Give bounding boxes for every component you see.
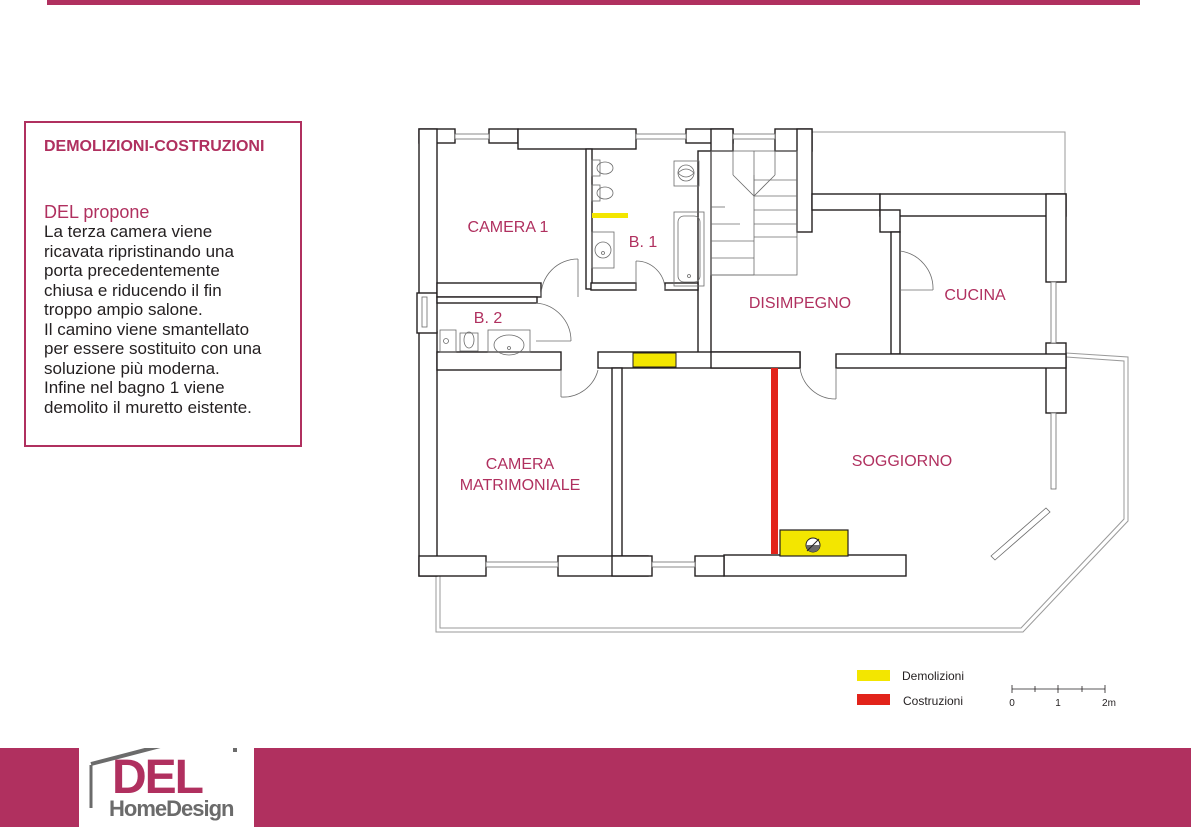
info-line: La terza camera viene: [44, 222, 213, 241]
room-label-disimpegno: DISIMPEGNO: [749, 295, 851, 312]
logo-name: DEL: [112, 751, 204, 804]
room-label-camera1: CAMERA 1: [468, 219, 549, 236]
terrace-outline: [435, 131, 1129, 633]
logo-tagline: HomeDesign: [109, 796, 234, 821]
info-line: Il camino viene smantellato: [44, 319, 250, 339]
info-line: ricavata ripristinando una: [44, 241, 234, 261]
logo: DEL HomeDesign: [79, 748, 254, 827]
info-line: per essere sostituito con una: [44, 339, 262, 358]
windows: [421, 133, 1057, 568]
info-line: soluzione più moderna.: [44, 358, 220, 378]
legend-swatch-costruzioni: [857, 694, 890, 705]
room-label-cucina: CUCINA: [944, 287, 1006, 304]
demolition-door-opening: [632, 352, 677, 368]
scale-bar: [1011, 685, 1106, 693]
room-label-matrimoniale-line2: MATRIMONIALE: [460, 477, 581, 494]
construction-new-wall: [771, 368, 778, 554]
house-roof-icon: [89, 748, 237, 808]
top-rule: [47, 0, 1140, 5]
legend-label-costruzioni: Costruzioni: [903, 694, 963, 708]
info-line: Infine nel bagno 1 viene: [44, 378, 225, 397]
legend-label-demolizioni: Demolizioni: [902, 669, 964, 683]
scale-tick-1: 1: [1055, 698, 1061, 709]
legend-swatch-demolizioni: [857, 670, 890, 681]
scale-tick-0: 0: [1009, 698, 1015, 709]
info-line: chiusa e riducendo il fin: [44, 280, 222, 300]
info-body: La terza camera viene ricavata ripristin…: [44, 222, 261, 417]
info-title: DEMOLIZIONI-COSTRUZIONI: [44, 138, 265, 155]
fireplace: [779, 529, 849, 557]
bathroom-fixtures: [439, 159, 705, 356]
info-box: DEMOLIZIONI-COSTRUZIONI DEL propone La t…: [24, 121, 302, 447]
walls: [416, 128, 1067, 577]
scale-tick-2m: 2m: [1102, 698, 1116, 709]
door-swings: [535, 250, 934, 400]
staircase: [710, 150, 798, 276]
info-line: troppo ampio salone.: [44, 300, 203, 319]
room-label-b1: B. 1: [629, 234, 658, 251]
demolition-bathroom-wall: [592, 213, 628, 218]
room-label-matrimoniale-line1: CAMERA: [486, 456, 555, 473]
room-label-b2: B. 2: [474, 310, 503, 327]
info-subtitle: DEL propone: [44, 202, 150, 222]
info-line: porta precedentemente: [44, 261, 220, 280]
room-label-soggiorno: SOGGIORNO: [852, 453, 952, 470]
info-line: demolito il muretto eistente.: [44, 397, 252, 417]
